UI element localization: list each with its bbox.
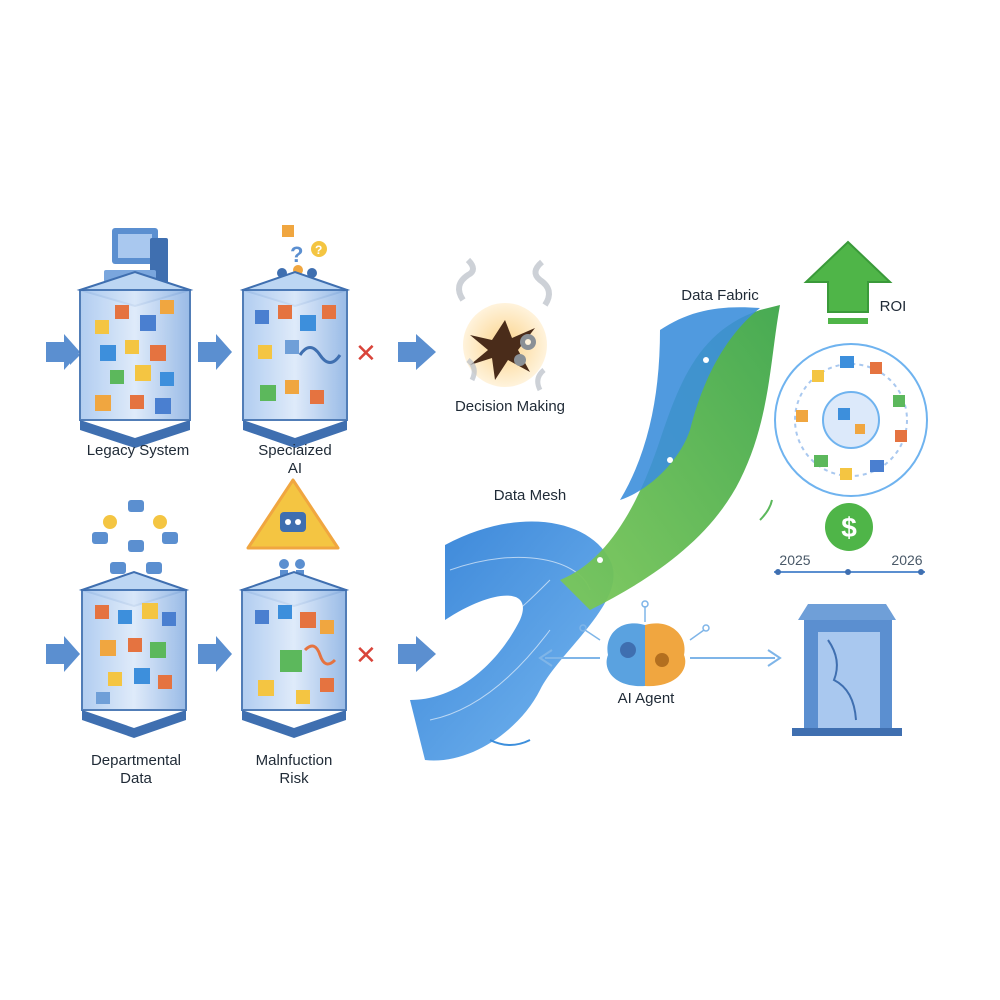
warning-robot-icon [246,478,340,550]
broken-decision-icon [456,257,552,392]
malfunction-risk-label-line2: Risk [279,770,309,787]
flow-arrow-icon [398,334,436,370]
specialized-ai-label-line2: AI [287,460,303,477]
question-mark-icon: ? [315,243,322,257]
decision-making-label: Decision Making [454,398,566,415]
question-mark-icon: ? [290,242,303,267]
ai-agent-label: AI Agent [617,690,675,707]
departmental-data-tank [46,500,190,738]
malfunction-risk-tank [238,478,350,738]
ai-brain-icon [579,600,710,687]
input-arrow-icon [46,636,80,672]
roi-up-arrow-icon [803,240,893,324]
robot-agents-icon [92,500,178,574]
timeline [774,569,925,575]
data-fabric-ribbon [489,305,780,746]
data-fabric-label: Data Fabric [681,287,759,304]
ai-agent-connector [538,649,782,667]
roi-label: ROI [879,298,907,315]
blocked-arrow: ✕ [355,636,436,672]
flow-arrow-icon [198,636,232,672]
specialized-ai-label-line1: Speciaized [258,442,332,459]
year-start-label: 2025 [779,552,811,568]
data-mesh-label: Data Mesh [493,487,567,504]
gateway-door-icon [792,604,902,736]
cross-icon: ✕ [355,339,377,369]
data-orb-icon [774,343,928,497]
blocked-arrow: ✕ [355,334,436,370]
input-arrow-icon [46,334,80,370]
data-mesh-ribbon [410,521,614,761]
cross-icon: ✕ [355,641,377,671]
departmental-data-label-line1: Departmental [90,752,182,769]
departmental-data-label-line2: Data [120,770,152,787]
flow-arrow-icon [398,636,436,672]
flow-arrow-icon [198,334,232,370]
legacy-system-label: Legacy System [86,442,190,459]
legacy-system-tank [46,228,194,448]
year-end-label: 2026 [891,552,923,568]
dollar-coin-icon: $ [825,503,873,551]
specialized-ai-tank: ? ? [239,225,351,448]
dollar-sign: $ [841,512,857,543]
malfunction-risk-label-line1: Malnfuction [255,752,333,769]
